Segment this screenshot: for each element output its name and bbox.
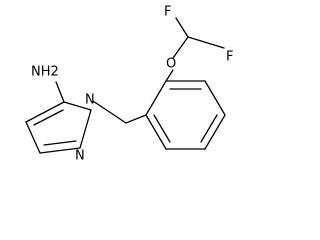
- benzene-bond-6: [145, 114, 167, 150]
- bond-c5-nh2: [55, 81, 65, 103]
- bond-o-chf2: [172, 36, 189, 59]
- bond-ring-o: [165, 69, 174, 82]
- pyrazole-ring: [25, 101, 92, 154]
- bond-c5-n1: [63, 101, 92, 111]
- benzene-double-inner-3: [153, 114, 171, 143]
- bond-c4-c5-double: [25, 101, 65, 123]
- bond-n2-c3-double: [39, 147, 81, 154]
- pyrazole-n1-label: N: [85, 93, 95, 108]
- amine-label: NH2: [31, 65, 59, 80]
- ether-oxygen-label: O: [166, 57, 176, 72]
- bond-chf2-f2: [187, 36, 225, 49]
- bond-c4-c5-double-inner: [33, 109, 64, 126]
- benzene-ring: [145, 80, 226, 150]
- benzene-bond-4: [204, 114, 226, 150]
- benzene-bond-3: [204, 80, 226, 116]
- chemical-structure-diagram: NH2 N N O F F: [25, 5, 233, 164]
- bond-ch2-ring: [125, 114, 147, 124]
- bond-chf2-f1: [175, 17, 189, 38]
- benzene-bond-1: [145, 80, 167, 116]
- benzene-double-inner-2: [200, 114, 218, 143]
- bond-n1-n2: [79, 109, 92, 149]
- pyrazole-n2-label: N: [75, 149, 85, 164]
- bond-n2-c3-double-inner: [43, 140, 77, 146]
- bond-n1-ch2: [92, 100, 127, 124]
- fluorine-1-label: F: [164, 5, 171, 20]
- fluorine-2-label: F: [226, 50, 233, 65]
- bond-c3-c4: [25, 121, 41, 154]
